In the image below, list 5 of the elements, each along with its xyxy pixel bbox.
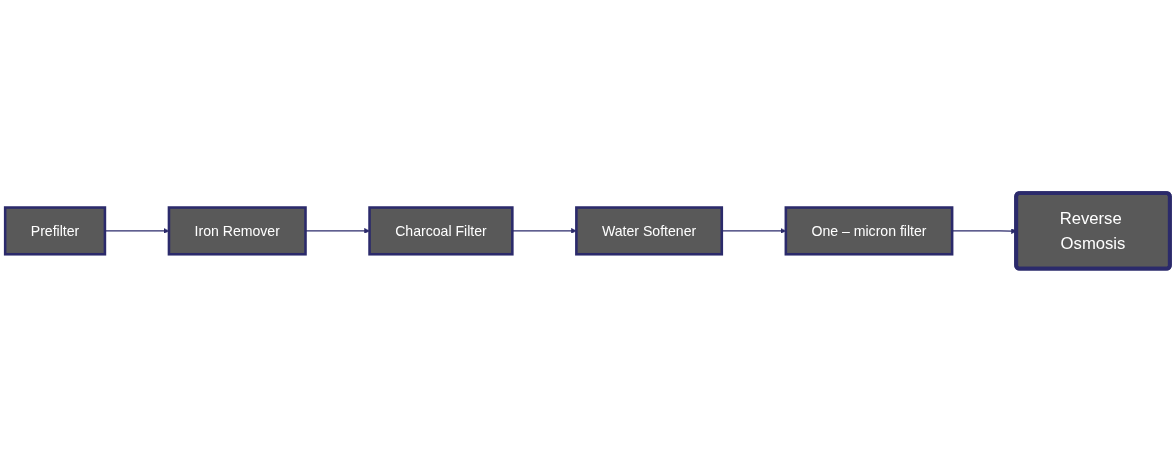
node-box: Charcoal Filter — [368, 206, 514, 256]
node-box: One – micron filter — [784, 206, 954, 256]
node-box: Iron Remover — [167, 206, 307, 256]
node-box: Prefilter — [3, 206, 107, 256]
node-box: Water Softener — [575, 206, 724, 256]
